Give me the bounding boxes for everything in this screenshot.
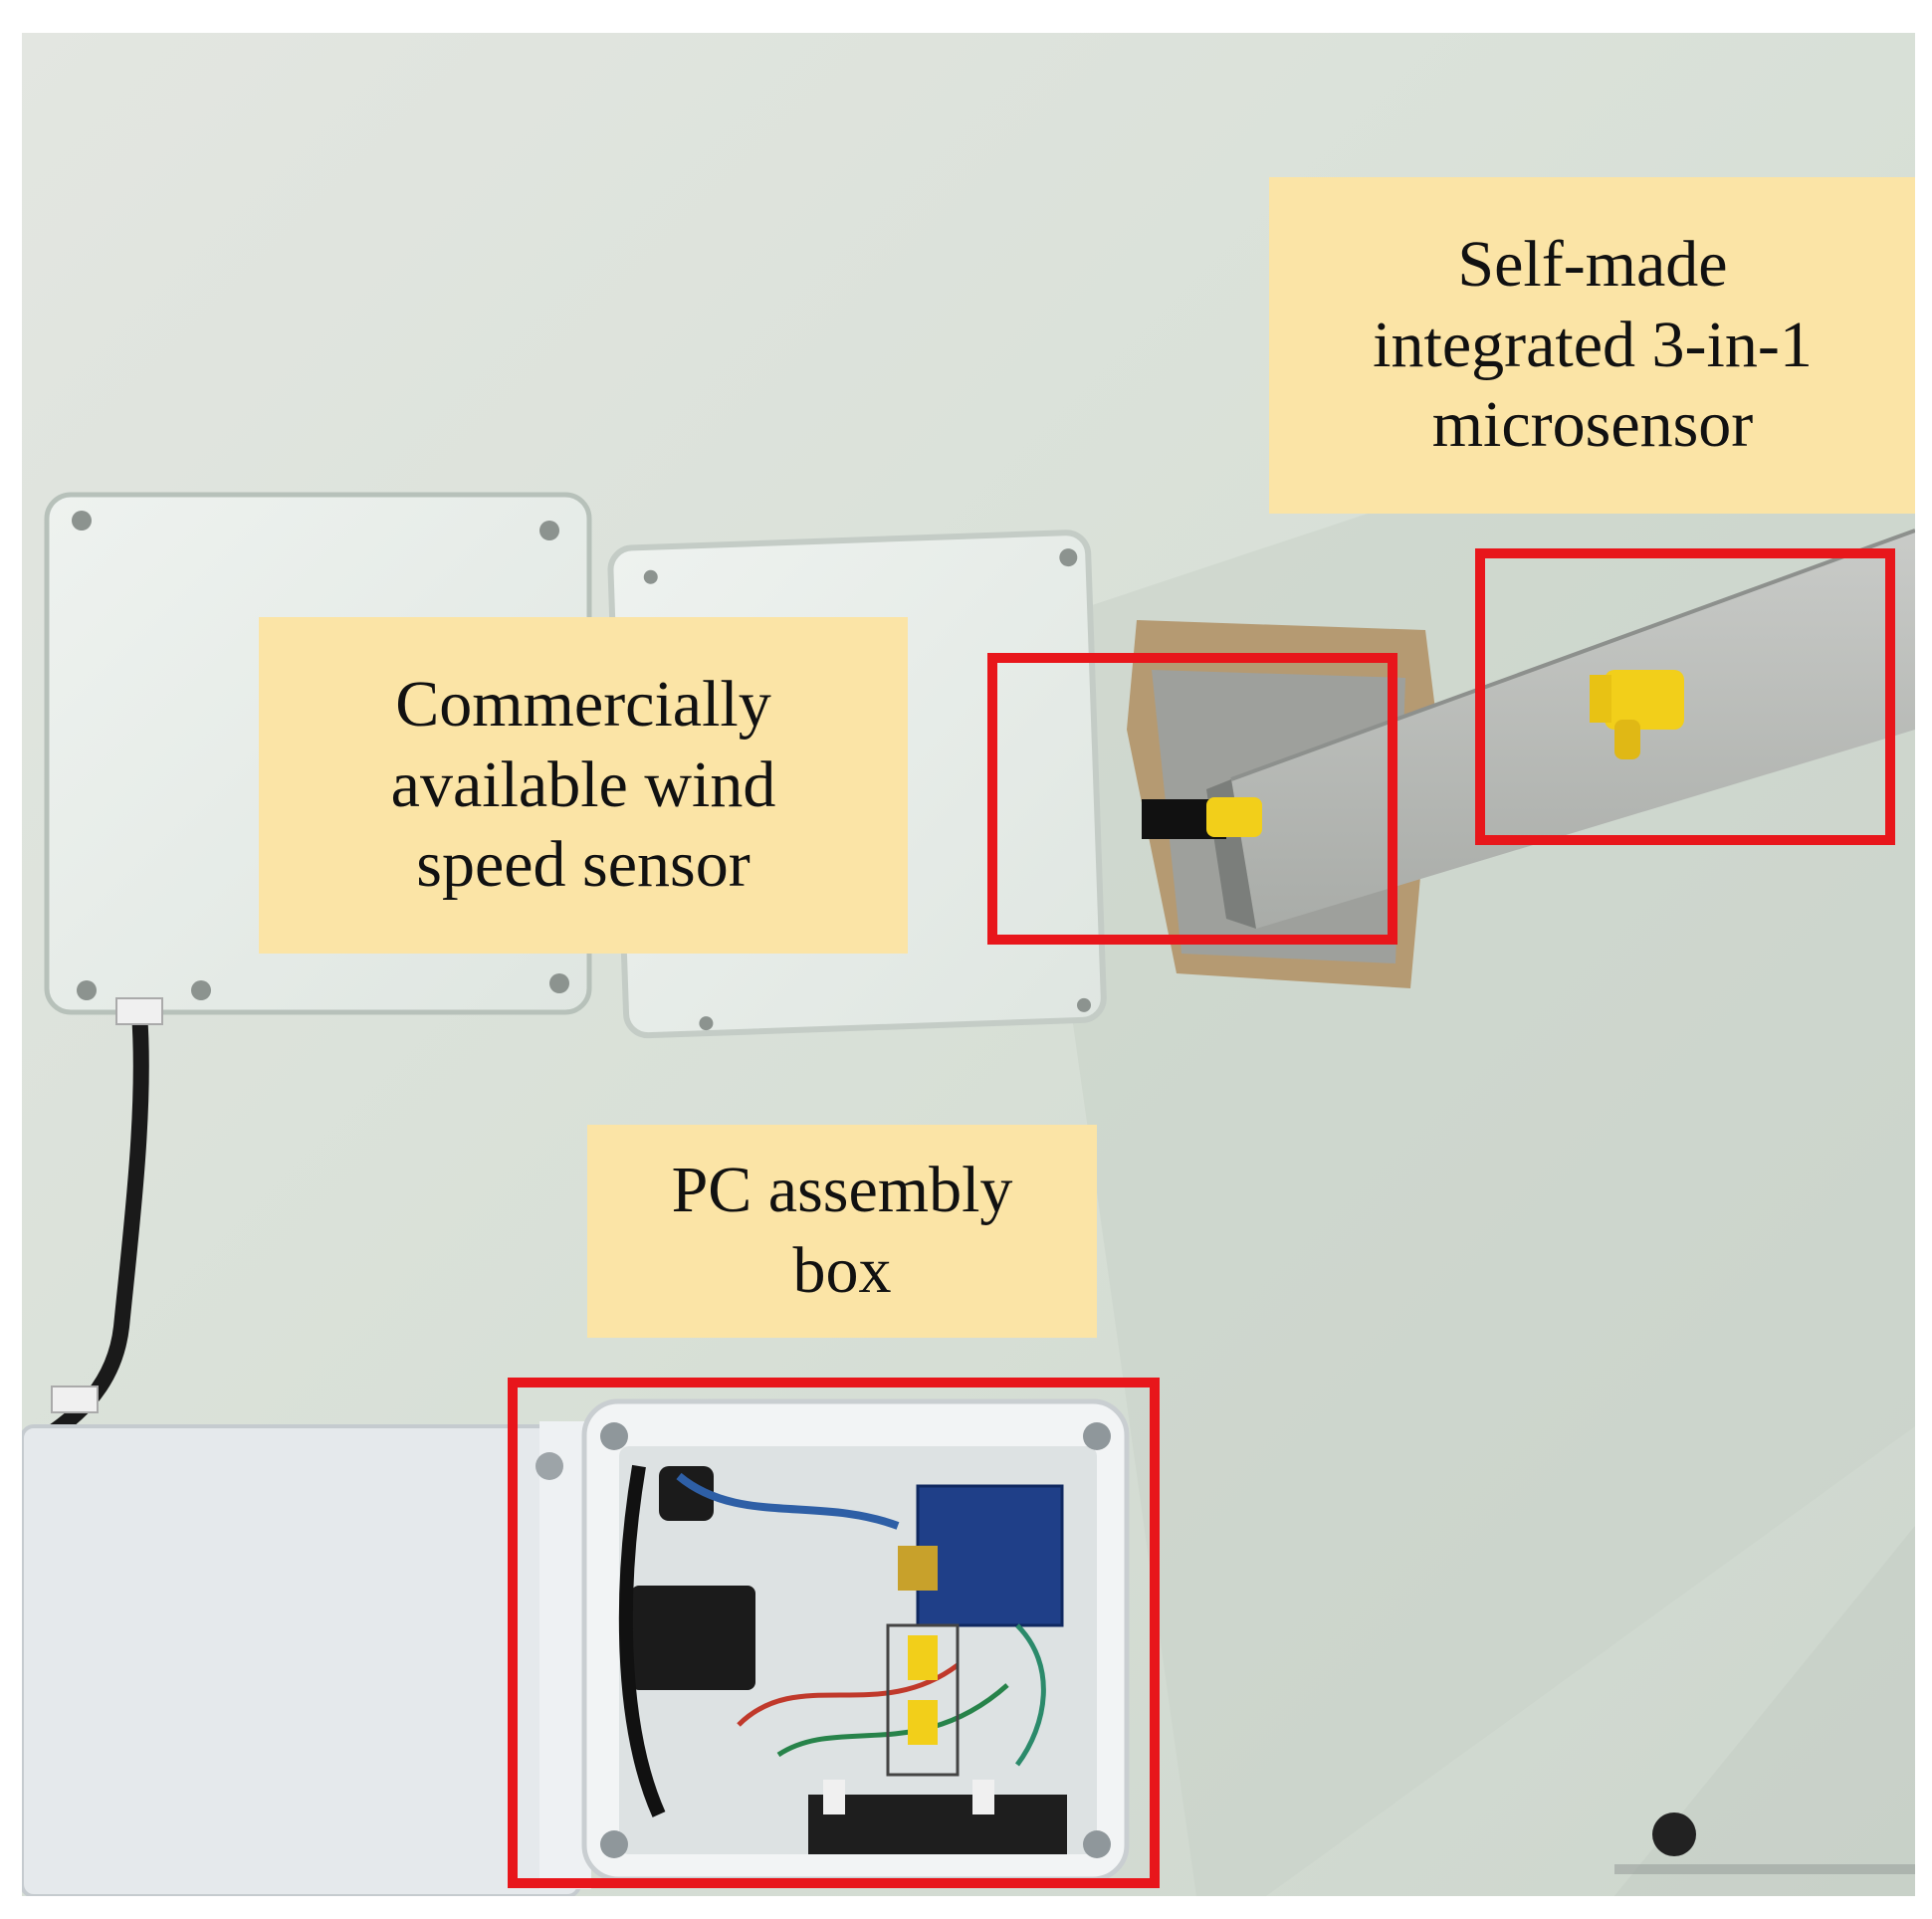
- white-enclosure-left: [22, 1421, 591, 1896]
- highlight-box-wind-sensor: [987, 653, 1397, 945]
- microsensor-label-text: Self-made integrated 3-in-1 microsensor: [1373, 228, 1813, 462]
- pc-box-label: PC assembly box: [587, 1125, 1097, 1338]
- commercial-wind-sensor: [1142, 797, 1262, 839]
- pc-box-label-text: PC assembly box: [671, 1154, 1013, 1307]
- label-bg-wind-sensor: [259, 617, 908, 954]
- label-bg-microsensor: [1269, 177, 1915, 514]
- integrated-microsensor: [1590, 670, 1684, 759]
- highlight-box-pc-box: [508, 1378, 1160, 1888]
- label-bg-pc-box: [587, 1125, 1097, 1338]
- wall-photo: [22, 33, 1915, 1896]
- black-cable: [27, 1012, 149, 1453]
- wind-sensor-label-text: Commercially available wind speed sensor: [390, 668, 776, 902]
- highlight-box-microsensor: [1475, 548, 1895, 845]
- wind-sensor-label: Commercially available wind speed sensor: [259, 617, 908, 954]
- microsensor-label: Self-made integrated 3-in-1 microsensor: [1269, 177, 1916, 514]
- wall-knob: [1652, 1812, 1696, 1856]
- pc-assembly-box: [581, 1398, 1130, 1882]
